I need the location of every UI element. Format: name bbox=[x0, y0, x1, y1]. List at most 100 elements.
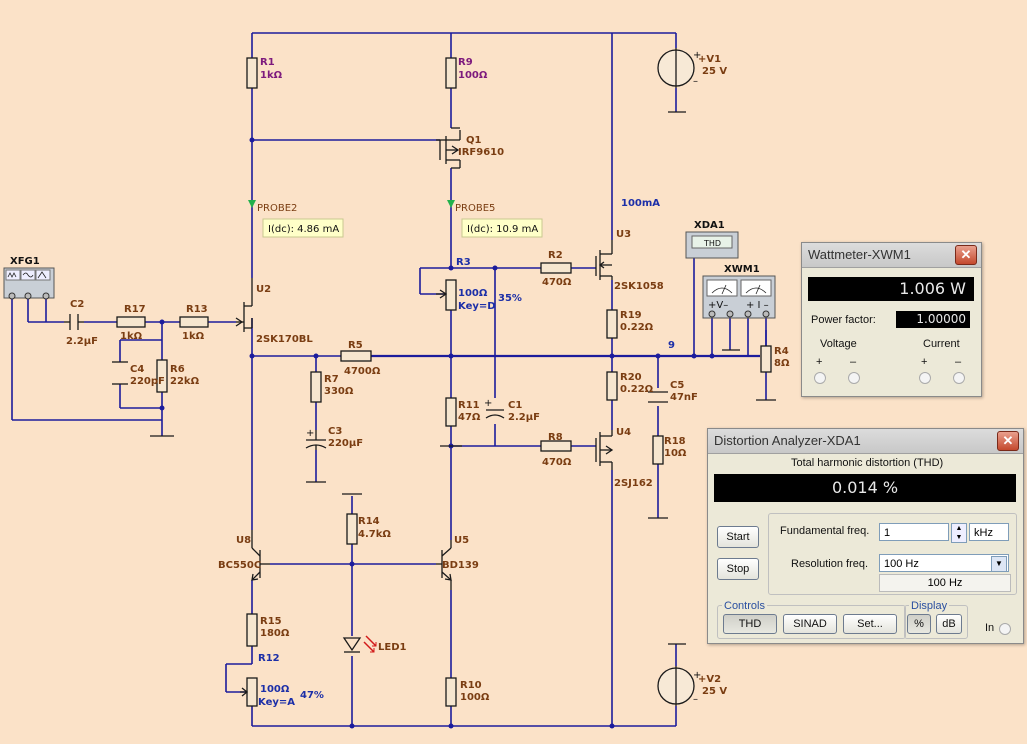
led-led1[interactable] bbox=[342, 635, 377, 653]
resistor-r8[interactable] bbox=[540, 440, 572, 452]
resistor-r15[interactable] bbox=[246, 613, 258, 647]
voltage-minus-terminal[interactable] bbox=[848, 372, 860, 384]
c2-value: 2.2µF bbox=[66, 336, 98, 347]
voltage-plus-terminal[interactable] bbox=[814, 372, 826, 384]
distortion-titlebar[interactable]: Distortion Analyzer-XDA1 ✕ bbox=[708, 429, 1023, 454]
r20-value: 0.22Ω bbox=[620, 384, 654, 395]
frequency-group bbox=[768, 513, 1017, 595]
set-button[interactable]: Set... bbox=[843, 614, 897, 634]
r17-ref: R17 bbox=[124, 304, 146, 315]
resolution-freq-selected: 100 Hz bbox=[884, 558, 919, 570]
r1-value: 1kΩ bbox=[260, 70, 283, 81]
r10-ref: R10 bbox=[460, 680, 482, 691]
r5-ref: R5 bbox=[348, 340, 363, 351]
bjt-u5[interactable] bbox=[436, 540, 452, 590]
capacitor-c4[interactable] bbox=[112, 361, 128, 385]
r20-ref: R20 bbox=[620, 372, 642, 383]
u8-value: BC550C bbox=[218, 560, 261, 571]
fundamental-freq-unit[interactable]: kHz bbox=[969, 523, 1009, 541]
u4-value: 2SJ162 bbox=[614, 478, 653, 489]
led1-ref: LED1 bbox=[378, 642, 407, 653]
sinad-button[interactable]: SINAD bbox=[783, 614, 837, 634]
component-labels: R1 1kΩ R9 100Ω Q1 IRF9610 +V1 25 V +V2 2… bbox=[10, 54, 790, 708]
wattmeter-xwm1-icon[interactable]: +V–+ I – bbox=[702, 275, 776, 319]
potentiometer-r3[interactable] bbox=[445, 279, 457, 311]
svg-text:–: – bbox=[693, 694, 698, 705]
c4-value: 220pF bbox=[130, 376, 165, 387]
input-terminal[interactable] bbox=[999, 623, 1011, 635]
thd-label: Total harmonic distortion (THD) bbox=[791, 457, 944, 469]
resistor-r17[interactable] bbox=[116, 316, 146, 328]
mosfet-u4[interactable] bbox=[595, 430, 614, 470]
resistor-r19[interactable] bbox=[606, 309, 618, 339]
display-label: Display bbox=[909, 600, 950, 612]
resistor-r14[interactable] bbox=[346, 513, 358, 545]
svg-text:+: + bbox=[693, 50, 701, 61]
current-minus-terminal[interactable] bbox=[953, 372, 965, 384]
resistor-r2[interactable] bbox=[540, 262, 572, 274]
potentiometer-r12[interactable] bbox=[246, 677, 258, 707]
resistor-r5[interactable] bbox=[340, 350, 372, 362]
chevron-down-icon[interactable]: ▼ bbox=[991, 556, 1007, 572]
resistors bbox=[116, 57, 772, 707]
resistor-r1[interactable] bbox=[246, 57, 258, 89]
wattmeter-titlebar[interactable]: Wattmeter-XWM1 ✕ bbox=[802, 243, 981, 268]
mosfet-q1[interactable] bbox=[436, 127, 461, 169]
mosfet-u3[interactable] bbox=[595, 240, 613, 280]
distortion-close-button[interactable]: ✕ bbox=[997, 431, 1019, 451]
capacitor-c1[interactable]: + bbox=[484, 398, 505, 419]
voltage-plus-label: + bbox=[816, 356, 823, 368]
svg-text:+: + bbox=[693, 670, 701, 681]
resistor-r20[interactable] bbox=[606, 371, 618, 401]
probe5-ref: PROBE5 bbox=[455, 203, 495, 214]
svg-text:+V–: +V– bbox=[708, 300, 728, 311]
resolution-freq-select[interactable]: 100 Hz ▼ bbox=[879, 554, 1009, 572]
net-9-label: 9 bbox=[668, 340, 675, 351]
resistor-r13[interactable] bbox=[179, 316, 209, 328]
r7-ref: R7 bbox=[324, 374, 339, 385]
resistor-r4[interactable] bbox=[760, 345, 772, 373]
current-label: Current bbox=[923, 338, 960, 350]
grounds bbox=[150, 111, 776, 645]
resistor-r9[interactable] bbox=[445, 57, 457, 89]
wattmeter-window[interactable]: Wattmeter-XWM1 ✕ 1.006 W Power factor: 1… bbox=[801, 242, 982, 397]
c4-ref: C4 bbox=[130, 364, 144, 375]
resistor-r6[interactable] bbox=[156, 359, 168, 393]
resistor-r7[interactable] bbox=[310, 371, 322, 403]
resistor-r18[interactable] bbox=[652, 435, 664, 465]
voltage-source-v2[interactable]: +– bbox=[657, 666, 701, 706]
current-plus-label: + bbox=[921, 356, 928, 368]
function-generator-xfg1[interactable] bbox=[3, 267, 55, 300]
fundamental-freq-input[interactable]: 1 bbox=[879, 523, 949, 541]
resistor-r11[interactable] bbox=[445, 397, 457, 427]
start-button[interactable]: Start bbox=[717, 526, 759, 548]
jfet-u2[interactable] bbox=[235, 278, 253, 332]
resistor-r10[interactable] bbox=[445, 677, 457, 707]
probe2-reading-box bbox=[262, 218, 344, 238]
voltage-source-v1[interactable]: +– bbox=[657, 48, 701, 88]
c2-ref: C2 bbox=[70, 299, 84, 310]
fundamental-freq-spinner[interactable]: ▲▼ bbox=[951, 523, 967, 543]
junctions bbox=[159, 137, 715, 729]
bjt-u8[interactable] bbox=[251, 530, 270, 581]
db-button[interactable]: dB bbox=[936, 614, 962, 634]
thd-button[interactable]: THD bbox=[723, 614, 777, 634]
percent-button[interactable]: % bbox=[907, 614, 931, 634]
capacitor-c3[interactable]: + bbox=[305, 428, 327, 450]
probe2-marker[interactable] bbox=[248, 200, 256, 208]
distortion-analyzer-xda1-icon[interactable] bbox=[685, 231, 739, 259]
r12-key: Key=A bbox=[258, 697, 295, 708]
probe5-marker[interactable] bbox=[447, 200, 455, 208]
u3-value: 2SK1058 bbox=[614, 281, 664, 292]
r3-ref: R3 bbox=[456, 257, 471, 268]
current-plus-terminal[interactable] bbox=[919, 372, 931, 384]
r9-value: 100Ω bbox=[458, 70, 488, 81]
xda1-ref: XDA1 bbox=[694, 220, 725, 231]
wattmeter-close-button[interactable]: ✕ bbox=[955, 245, 977, 265]
svg-text:+: + bbox=[306, 428, 314, 439]
capacitor-c5[interactable] bbox=[648, 391, 668, 403]
distortion-analyzer-window[interactable]: Distortion Analyzer-XDA1 ✕ Total harmoni… bbox=[707, 428, 1024, 644]
stop-button[interactable]: Stop bbox=[717, 558, 759, 580]
r8-ref: R8 bbox=[548, 432, 563, 443]
capacitor-c2[interactable] bbox=[64, 314, 84, 330]
